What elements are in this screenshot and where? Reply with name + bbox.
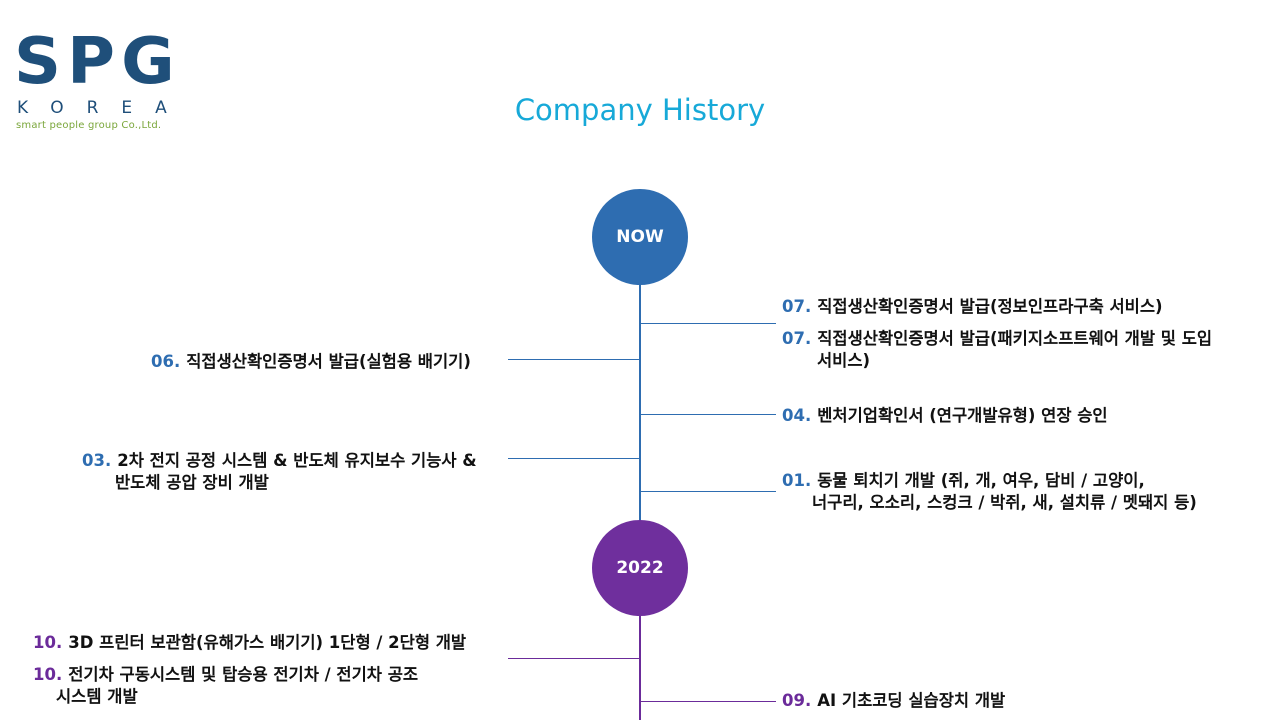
connector-now-right-1 (640, 323, 776, 324)
history-text-cont: 시스템 개발 (56, 687, 138, 706)
company-logo: SPG KOREA smart people group Co.,Ltd. (14, 30, 194, 131)
history-text: 3D 프린터 보관함(유해가스 배기기) 1단형 / 2단형 개발 (68, 633, 467, 652)
history-item: 10. 3D 프린터 보관함(유해가스 배기기) 1단형 / 2단형 개발 (33, 632, 466, 654)
history-month: 06. (151, 352, 181, 371)
page-title: Company History (514, 93, 766, 127)
history-month: 07. (782, 297, 812, 316)
history-item: 03. 2차 전지 공정 시스템 & 반도체 유지보수 기능사 & 반도체 공압 … (82, 450, 477, 494)
history-item: 07. 직접생산확인증명서 발급(패키지소프트웨어 개발 및 도입 서비스) (782, 328, 1212, 372)
history-item: 04. 벤처기업확인서 (연구개발유형) 연장 승인 (782, 405, 1108, 427)
connector-now-left-2 (508, 458, 639, 459)
history-month: 10. (33, 665, 63, 684)
history-item: 07. 직접생산확인증명서 발급(정보인프라구축 서비스) (782, 296, 1163, 318)
history-item: 10. 전기차 구동시스템 및 탑승용 전기차 / 전기차 공조 시스템 개발 (33, 664, 418, 708)
timeline-line-2022 (639, 568, 641, 720)
connector-now-right-2 (640, 414, 776, 415)
history-month: 01. (782, 471, 812, 490)
history-text: 벤처기업확인서 (연구개발유형) 연장 승인 (817, 406, 1108, 425)
history-text: 직접생산확인증명서 발급(패키지소프트웨어 개발 및 도입 (817, 329, 1213, 348)
history-text-cont: 반도체 공압 장비 개발 (115, 473, 269, 492)
history-item: 09. AI 기초코딩 실습장치 개발 (782, 690, 1005, 712)
history-text: AI 기초코딩 실습장치 개발 (817, 691, 1006, 710)
history-text: 직접생산확인증명서 발급(실험용 배기기) (186, 352, 471, 371)
history-month: 09. (782, 691, 812, 710)
history-item: 01. 동물 퇴치기 개발 (쥐, 개, 여우, 담비 / 고양이, 너구리, 오… (782, 470, 1197, 514)
marker-2022: 2022 (592, 520, 688, 616)
connector-2022-left-1 (508, 658, 639, 659)
history-text: 2차 전지 공정 시스템 & 반도체 유지보수 기능사 & (117, 451, 477, 470)
timeline-line-now (639, 236, 641, 530)
marker-now: NOW (592, 189, 688, 285)
history-item: 06. 직접생산확인증명서 발급(실험용 배기기) (151, 351, 471, 373)
logo-main-text: SPG (14, 25, 181, 99)
history-text: 동물 퇴치기 개발 (쥐, 개, 여우, 담비 / 고양이, (817, 471, 1145, 490)
marker-now-label: NOW (616, 227, 664, 247)
history-month: 07. (782, 329, 812, 348)
logo-sub-text: KOREA (17, 98, 190, 118)
history-text: 직접생산확인증명서 발급(정보인프라구축 서비스) (817, 297, 1163, 316)
history-text: 전기차 구동시스템 및 탑승용 전기차 / 전기차 공조 (68, 665, 419, 684)
history-month: 03. (82, 451, 112, 470)
history-text-cont: 서비스) (817, 351, 871, 370)
history-text-cont: 너구리, 오소리, 스컹크 / 박쥐, 새, 설치류 / 멧돼지 등) (812, 493, 1197, 512)
history-month: 10. (33, 633, 63, 652)
connector-2022-right-1 (640, 701, 776, 702)
connector-now-left-1 (508, 359, 639, 360)
history-month: 04. (782, 406, 812, 425)
connector-now-right-3 (640, 491, 776, 492)
logo-tagline: smart people group Co.,Ltd. (16, 120, 162, 131)
marker-2022-label: 2022 (616, 558, 664, 578)
